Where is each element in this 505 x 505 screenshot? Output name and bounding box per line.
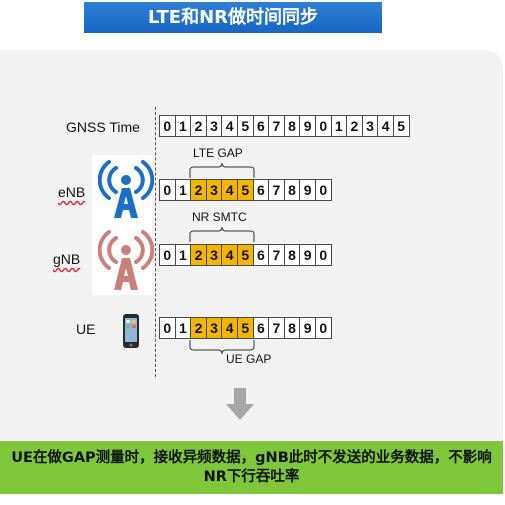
lte-gap-label: LTE GAP [193, 146, 243, 160]
lte-gap-bracket [189, 162, 255, 178]
enb-cell: 1 [174, 179, 192, 201]
gnss-label: GNSS Time [66, 119, 140, 135]
ue-label: UE [76, 321, 96, 337]
phone-icon [123, 314, 139, 348]
gnss-cell: 7 [268, 115, 285, 137]
ue-cell: 0 [159, 317, 176, 339]
gnb-cell: 5 [236, 244, 254, 266]
ue-cell: 1 [174, 317, 192, 339]
gnss-cell: 0 [159, 115, 176, 137]
gnss-cell: 4 [221, 115, 238, 137]
gnb-label: gNB [53, 251, 81, 267]
conclusion-banner: UE在做GAP测量时，接收异频数据，gNB此时不发送的业务数据，不影响NR下行吞… [0, 441, 503, 494]
enb-antenna-icon [98, 160, 154, 218]
gnb-cell: 8 [283, 244, 301, 266]
gnb-cell: 3 [205, 244, 223, 266]
time-alignment-line [155, 107, 156, 377]
ue-cell: 2 [190, 317, 207, 339]
gnb-cell: 6 [252, 244, 270, 266]
gnb-cell: 2 [190, 244, 207, 266]
gnss-cell: 4 [377, 115, 394, 137]
nr-smtc-label: NR SMTC [192, 210, 247, 224]
gnss-cell: 8 [283, 115, 301, 137]
gnss-cell: 5 [236, 115, 254, 137]
gnss-cell: 1 [174, 115, 192, 137]
enb-cell: 8 [283, 179, 301, 201]
ue-cell: 8 [283, 317, 301, 339]
gnb-antenna-icon [98, 230, 154, 290]
gnss-cell: 2 [346, 115, 363, 137]
gnb-cell: 0 [314, 244, 332, 266]
ue-cell: 3 [205, 317, 223, 339]
ue-cell: 5 [236, 317, 254, 339]
ue-gap-bracket [189, 340, 255, 355]
enb-cell: 3 [205, 179, 223, 201]
gnss-cell: 6 [252, 115, 270, 137]
enb-cell: 0 [314, 179, 332, 201]
gnb-cell: 1 [174, 244, 192, 266]
gnb-cell: 7 [268, 244, 285, 266]
nr-smtc-bracket [189, 226, 255, 242]
enb-label: eNB [58, 184, 86, 200]
enb-cell: 5 [236, 179, 254, 201]
gnss-cell: 3 [361, 115, 379, 137]
gnss-cell: 5 [392, 115, 410, 137]
ue-gap-label: UE GAP [226, 352, 272, 366]
gnb-cell: 0 [159, 244, 176, 266]
enb-cell: 4 [221, 179, 238, 201]
ue-cell: 9 [299, 317, 316, 339]
enb-cell: 2 [190, 179, 207, 201]
ue-cell: 4 [221, 317, 238, 339]
ue-cell: 7 [268, 317, 285, 339]
gnb-cell: 9 [299, 244, 316, 266]
enb-cell: 6 [252, 179, 270, 201]
down-arrow-icon [226, 388, 254, 420]
ue-cell: 6 [252, 317, 270, 339]
gnb-cell: 4 [221, 244, 238, 266]
gnss-cell: 0 [314, 115, 332, 137]
gnss-cell: 1 [330, 115, 348, 137]
enb-cell: 7 [268, 179, 285, 201]
ue-cell: 0 [314, 317, 332, 339]
enb-cell: 0 [159, 179, 176, 201]
enb-cell: 9 [299, 179, 316, 201]
gnss-cell: 2 [190, 115, 207, 137]
gnss-cell: 3 [205, 115, 223, 137]
gnss-cell: 9 [299, 115, 316, 137]
page-title: LTE和NR做时间同步 [84, 2, 382, 33]
